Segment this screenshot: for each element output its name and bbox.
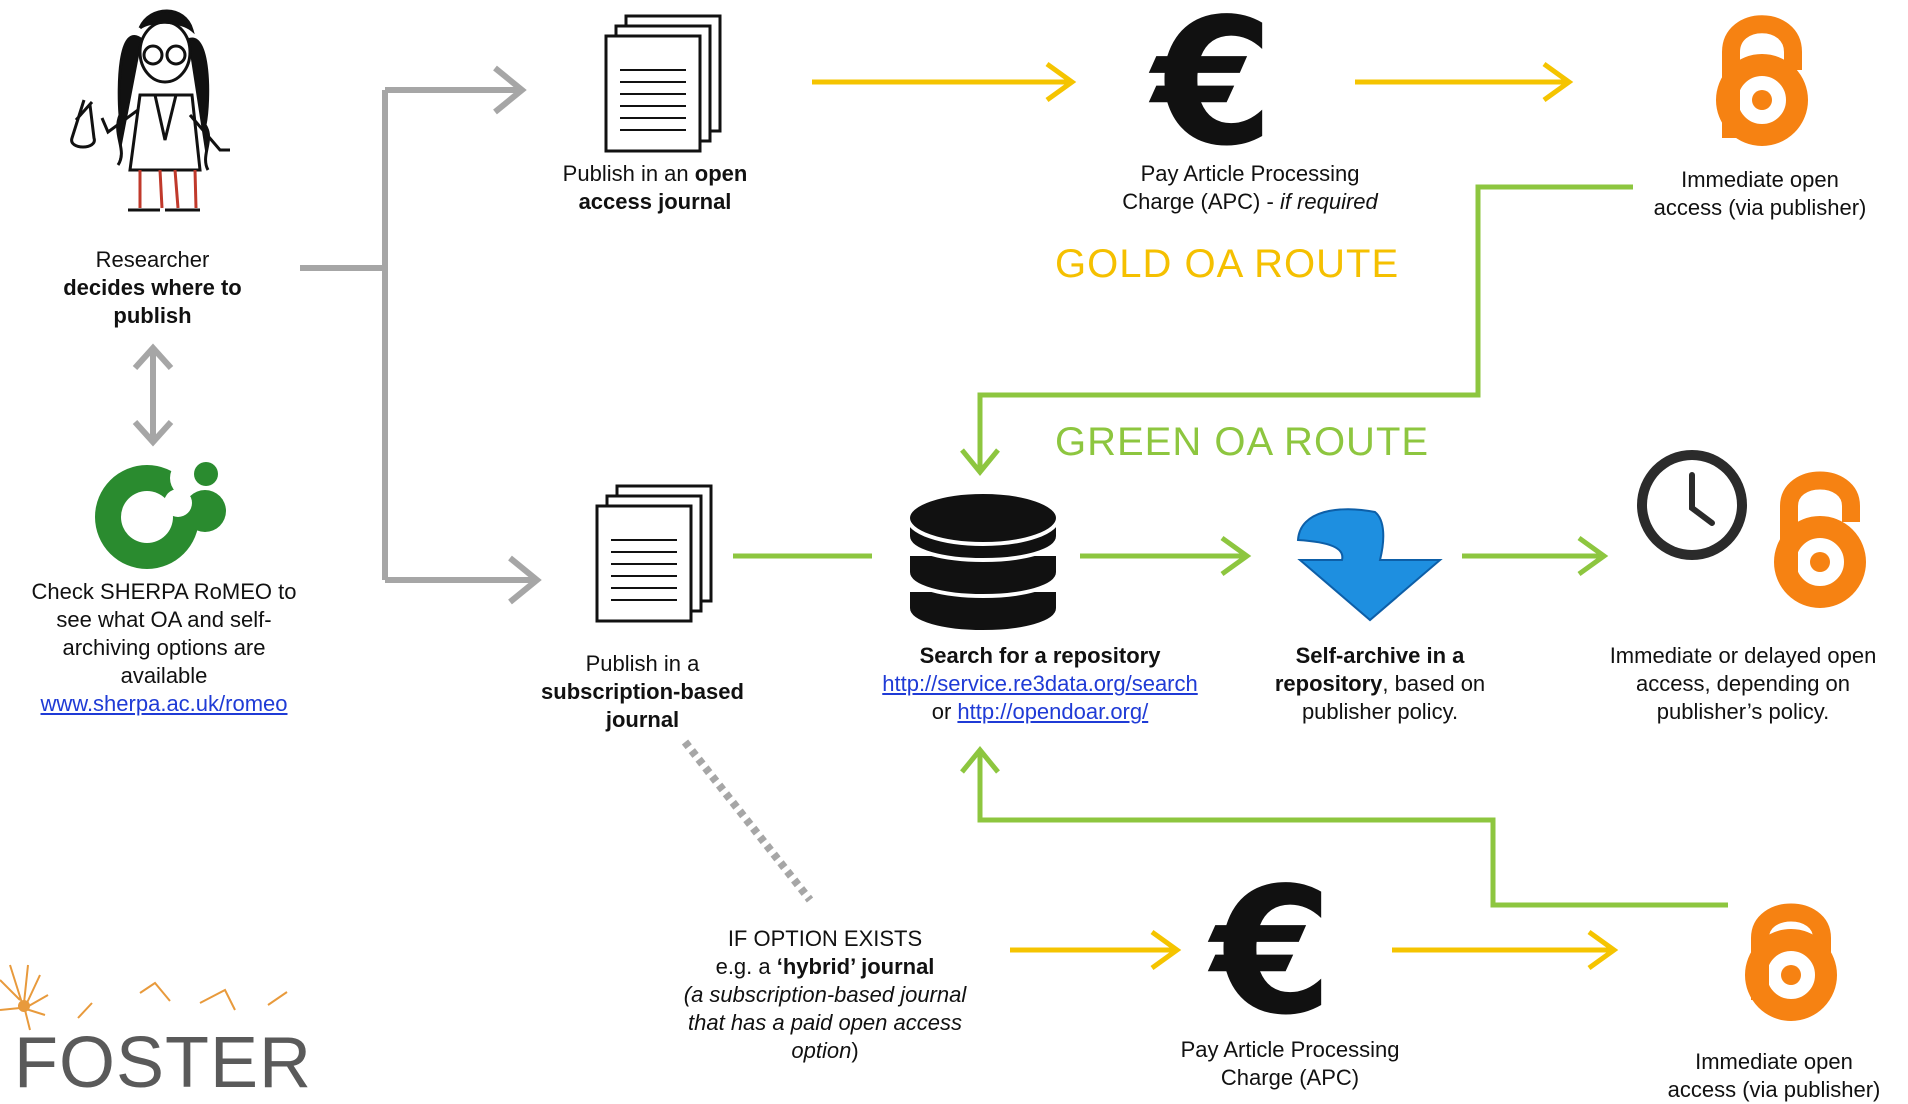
- oa-journal-label: Publish in an open access journal: [520, 160, 790, 216]
- hybrid-apc-line1: Pay Article Processing: [1180, 1037, 1400, 1062]
- researcher-line1: Researcher: [95, 247, 210, 272]
- delayed-oa-line1: Immediate or delayed open: [1609, 643, 1877, 668]
- download-arrow-icon: [1296, 508, 1443, 622]
- subscription-line1: Publish in a: [585, 651, 700, 676]
- hybrid-oa-line1: Immediate open: [1695, 1049, 1853, 1074]
- grey-connectors: [132, 65, 814, 903]
- open-access-lock-icon-middle: [1774, 471, 1866, 608]
- self-archive-label: Self-archive in a repository, based on p…: [1250, 642, 1510, 726]
- subscription-line2: subscription-based: [541, 679, 744, 704]
- repository-label: Search for a repository http://service.r…: [840, 642, 1240, 726]
- sherpa-line1: Check SHERPA RoMEO to: [31, 579, 297, 604]
- hybrid-oa-line2: access (via publisher): [1667, 1077, 1881, 1102]
- oa-journal-bold1: open: [694, 161, 748, 186]
- gold-apc-line1: Pay Article Processing: [1140, 161, 1360, 186]
- gold-apc-label: Pay Article Processing Charge (APC) - if…: [1075, 160, 1425, 216]
- euro-icon-top: €: [1148, 0, 1274, 185]
- gold-oa-line1: Immediate open: [1681, 167, 1839, 192]
- subscription-journal-label: Publish in a subscription-based journal: [520, 650, 765, 734]
- delayed-oa-line3: publisher’s policy.: [1656, 699, 1830, 724]
- euro-icon-bottom: €: [1207, 851, 1333, 1054]
- database-icon: [906, 490, 1060, 634]
- green-arrows: [733, 184, 1728, 908]
- repository-title: Search for a repository: [919, 643, 1161, 668]
- gold-apc-line2-italic: if required: [1279, 189, 1378, 214]
- self-archive-line1: Self-archive in a: [1295, 643, 1465, 668]
- researcher-figure-icon: [70, 9, 230, 212]
- sherpa-link[interactable]: www.sherpa.ac.uk/romeo: [40, 691, 288, 716]
- sherpa-romeo-logo-icon: [95, 458, 226, 569]
- self-archive-bold2: repository: [1274, 671, 1383, 696]
- sherpa-line4: available: [120, 663, 208, 688]
- hybrid-line2-pre: e.g. a: [715, 954, 777, 979]
- hybrid-line3: (a subscription-based journal: [683, 982, 967, 1007]
- delayed-oa-line2: access, depending on: [1635, 671, 1851, 696]
- foster-logo: FOSTER: [14, 1023, 313, 1103]
- clock-icon: [1637, 450, 1747, 560]
- document-stack-icon-top: [604, 14, 722, 153]
- sherpa-line3: archiving options are: [62, 635, 266, 660]
- sherpa-line2: see what OA and self-: [56, 607, 272, 632]
- hybrid-apc-line2: Charge (APC): [1220, 1065, 1360, 1090]
- gold-arrows: [812, 61, 1619, 971]
- self-archive-rest2: , based on: [1382, 671, 1486, 696]
- gold-apc-line2-pre: Charge (APC) -: [1122, 189, 1280, 214]
- oa-journal-bold2: access journal: [578, 189, 732, 214]
- hybrid-label: IF OPTION EXISTS e.g. a ‘hybrid’ journal…: [650, 925, 1000, 1065]
- researcher-line2: decides where to: [63, 275, 242, 300]
- repository-or: or: [931, 699, 958, 724]
- sherpa-label: Check SHERPA RoMEO to see what OA and se…: [0, 578, 328, 718]
- hybrid-line5: option: [791, 1038, 852, 1063]
- re3data-link[interactable]: http://service.re3data.org/search: [882, 671, 1198, 696]
- oa-journal-pre: Publish in an: [562, 161, 695, 186]
- open-access-lock-icon-top: [1716, 15, 1808, 146]
- researcher-label: Researcher decides where to publish: [20, 246, 285, 330]
- self-archive-line3: publisher policy.: [1301, 699, 1459, 724]
- hybrid-oa-label: Immediate open access (via publisher): [1640, 1048, 1908, 1104]
- foster-dandelion-icon: [0, 964, 288, 1031]
- gold-oa-line2: access (via publisher): [1653, 195, 1867, 220]
- subscription-line3: journal: [605, 707, 680, 732]
- gold-route-label: GOLD OA ROUTE: [1055, 242, 1400, 286]
- green-route-label: GREEN OA ROUTE: [1055, 420, 1430, 464]
- document-stack-icon-middle: [595, 484, 713, 623]
- gold-oa-label: Immediate open access (via publisher): [1610, 166, 1908, 222]
- opendoar-link[interactable]: http://opendoar.org/: [957, 699, 1149, 724]
- hybrid-line1: IF OPTION EXISTS: [727, 926, 923, 951]
- researcher-line3: publish: [113, 303, 192, 328]
- delayed-oa-label: Immediate or delayed open access, depend…: [1578, 642, 1908, 726]
- hybrid-line4: that has a paid open access: [688, 1010, 962, 1035]
- hybrid-line2-bold: ‘hybrid’ journal: [776, 954, 935, 979]
- hybrid-apc-label: Pay Article Processing Charge (APC): [1140, 1036, 1440, 1092]
- open-access-lock-icon-bottom: [1745, 903, 1837, 1021]
